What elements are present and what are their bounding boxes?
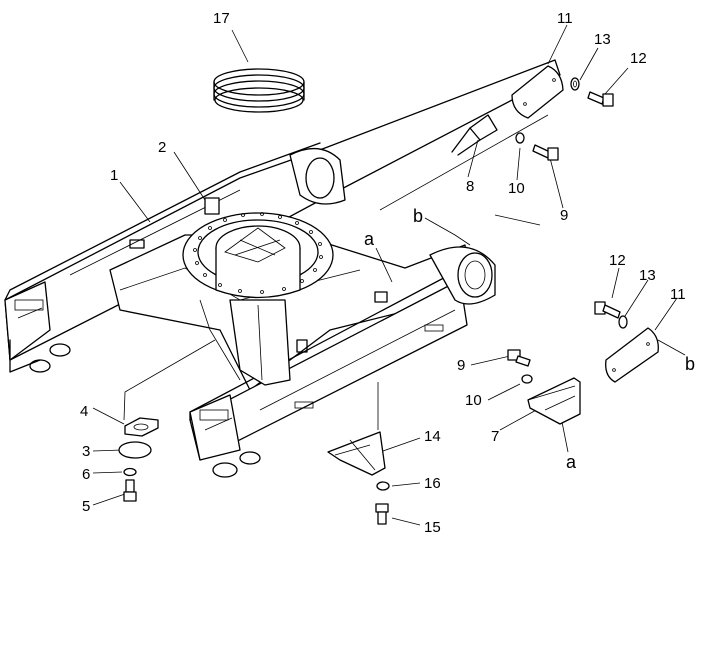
bolt-9-top (532, 144, 559, 161)
callout-labels: 17 11 13 12 2 1 8 10 9 b a 12 13 11 b 9 … (80, 10, 695, 536)
callout-b-cover: b (685, 354, 695, 374)
bracket-7 (527, 377, 581, 425)
callout-a-bracket: a (566, 452, 577, 472)
callout-16: 16 (424, 475, 441, 492)
callout-2: 2 (158, 139, 166, 156)
swing-circle-mount (182, 197, 334, 386)
washer-16 (376, 481, 390, 491)
callout-13-top: 13 (594, 31, 611, 48)
callout-15: 15 (424, 519, 441, 536)
callout-14: 14 (424, 428, 441, 445)
leader-lines (92, 24, 686, 526)
callout-17: 17 (213, 10, 230, 27)
callout-a-frame: a (364, 229, 375, 249)
seal-ring-17 (213, 68, 305, 113)
callout-10-mid: 10 (465, 392, 482, 409)
washer-6 (123, 467, 137, 477)
callout-1: 1 (110, 167, 118, 184)
callout-11-top: 11 (557, 10, 573, 27)
callout-11-right: 11 (670, 286, 686, 303)
washer-10-mid (521, 374, 533, 384)
washer-10-top (515, 132, 525, 144)
cover-plate-11-top (511, 65, 564, 119)
callout-12-top: 12 (630, 50, 647, 67)
cover-plate-11-right (605, 327, 659, 383)
callout-9-top: 9 (560, 207, 568, 224)
bolt-5 (123, 479, 137, 502)
washer-13-top (570, 77, 580, 91)
gasket-4 (124, 417, 159, 437)
callout-6: 6 (82, 466, 90, 483)
bracket-14 (327, 431, 386, 476)
bracket-8 (451, 114, 498, 156)
callout-7: 7 (491, 428, 499, 445)
cover-3 (118, 441, 152, 459)
callout-5: 5 (82, 498, 90, 515)
callout-10-top: 10 (508, 180, 525, 197)
bolt-9-mid (507, 349, 531, 367)
callout-12-right: 12 (609, 252, 626, 269)
callout-b-frame: b (413, 206, 423, 226)
bolt-12-top (587, 91, 614, 107)
washer-13-right (618, 315, 628, 329)
callout-9-mid: 9 (457, 357, 465, 374)
callout-8: 8 (466, 178, 474, 195)
bolt-12-right (594, 301, 621, 319)
callout-3: 3 (82, 443, 90, 460)
callout-13-right: 13 (639, 267, 656, 284)
bolt-15 (375, 503, 389, 525)
callout-4: 4 (80, 403, 88, 420)
